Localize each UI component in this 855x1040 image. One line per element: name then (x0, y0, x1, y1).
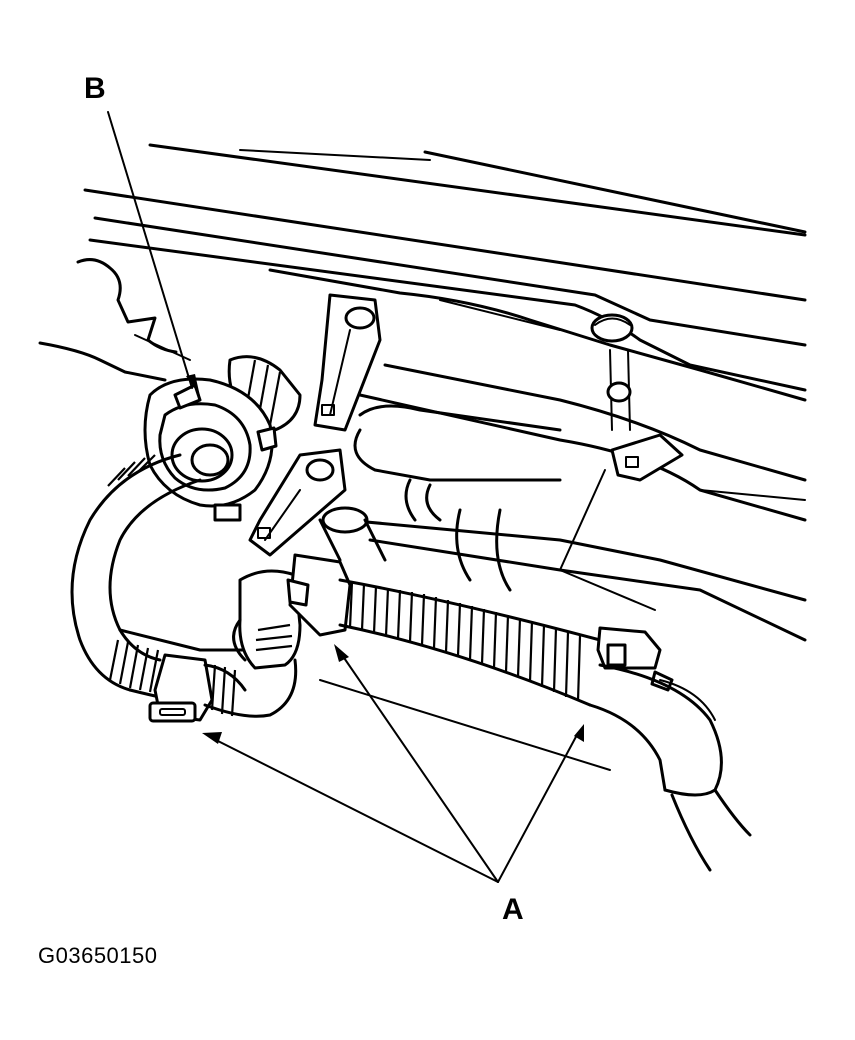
connector-b (143, 377, 278, 522)
left-silhouette (38, 258, 191, 382)
callout-b-label: B (84, 72, 106, 105)
leader-b (107, 111, 200, 396)
harness-mid-left (203, 658, 298, 718)
body-frame (83, 143, 807, 402)
elbow-hose (232, 569, 302, 670)
right-lines (343, 349, 807, 642)
callout-a-label: A (502, 893, 524, 926)
clamp-a-left (148, 653, 214, 723)
figure-code: G03650150 (38, 943, 158, 968)
leader-a (202, 644, 611, 883)
harness-right (588, 663, 752, 872)
upper-bracket (313, 293, 382, 432)
right-bracket (610, 433, 684, 482)
background-hoses (227, 355, 562, 592)
lower-bracket (248, 448, 347, 557)
clamp-a-middle (286, 553, 352, 637)
corrugated-conduit (338, 578, 602, 707)
